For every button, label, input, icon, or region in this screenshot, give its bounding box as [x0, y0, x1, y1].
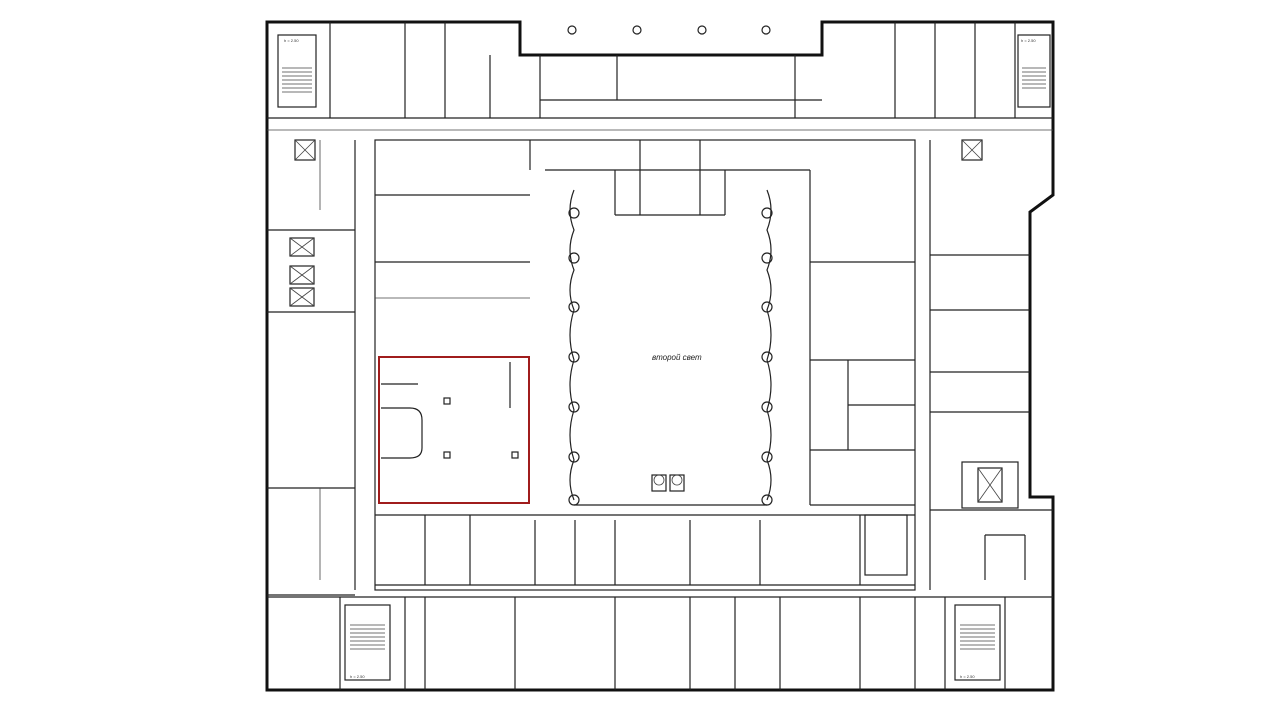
stair-height-label: h = 2.50	[350, 674, 365, 679]
outer-wall	[265, 20, 1055, 692]
stairs-bottom-left: h = 2.50	[344, 604, 391, 681]
stair-height-label: h = 2.50	[1021, 38, 1036, 43]
courtyard-label: второй свет	[652, 353, 702, 362]
column-markers	[568, 207, 773, 506]
stairs-bottom-right: h = 2.50	[954, 604, 1001, 681]
stairs-right-middle	[961, 461, 1019, 509]
skylight-circles	[567, 25, 771, 35]
stair-height-label: h = 2.50	[960, 674, 975, 679]
elevator-pair	[651, 474, 685, 492]
highlighted-room	[378, 356, 530, 504]
stairs-top-left: h = 2.50	[277, 34, 317, 108]
elevator-shafts	[289, 139, 983, 307]
stairs-top-right: h = 2.50	[1017, 34, 1051, 108]
stair-height-label: h = 2.50	[284, 38, 299, 43]
interior-walls	[267, 22, 1053, 690]
courtyard: второй свет	[568, 189, 773, 506]
